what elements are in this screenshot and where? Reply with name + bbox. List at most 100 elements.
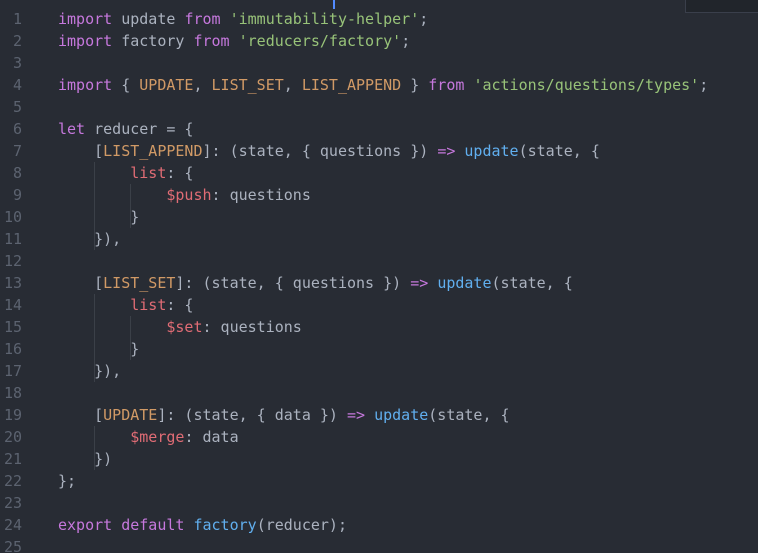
line-number: 9 [12, 186, 22, 204]
code-token: LIST_APPEND [103, 142, 203, 160]
code-line[interactable]: let reducer = { [58, 118, 193, 140]
line-number: 8 [12, 164, 22, 182]
code-line[interactable]: import update from 'immutability-helper'… [58, 8, 428, 30]
code-token: update [464, 142, 519, 160]
code-token: UPDATE [139, 76, 194, 94]
line-number: 7 [12, 142, 22, 160]
code-token: { [112, 76, 140, 94]
code-token: reducer = { [85, 120, 194, 138]
code-token: (state, { [518, 142, 600, 160]
code-token: update [112, 10, 185, 28]
code-token: => [347, 406, 366, 424]
code-line[interactable]: $merge: data [58, 426, 239, 448]
code-content[interactable]: import update from 'immutability-helper'… [40, 0, 758, 553]
code-line[interactable]: $push: questions [58, 184, 311, 206]
code-token: , [193, 76, 212, 94]
line-number: 20 [3, 428, 22, 446]
code-line[interactable]: [LIST_SET]: (state, { questions }) => up… [58, 272, 573, 294]
code-token: }) [58, 450, 113, 468]
code-token: factory [193, 516, 257, 534]
line-number: 1 [12, 10, 22, 28]
line-number: 10 [3, 208, 22, 226]
line-number: 15 [3, 318, 22, 336]
code-token: [ [58, 274, 104, 292]
code-line[interactable]: }), [58, 360, 121, 382]
code-token [221, 10, 230, 28]
cursor-marker [333, 0, 335, 9]
code-line[interactable]: } [58, 206, 139, 228]
code-token: } [58, 340, 140, 358]
code-token: , [283, 76, 302, 94]
code-token: 'reducers/factory' [238, 32, 402, 50]
line-number: 25 [3, 538, 22, 553]
indent-guide [130, 184, 132, 228]
code-line[interactable]: [UPDATE]: (state, { data }) => update(st… [58, 404, 510, 426]
code-token: LIST_APPEND [301, 76, 402, 94]
code-token: : { [166, 164, 194, 182]
code-token: import [58, 32, 113, 50]
code-line[interactable]: import factory from 'reducers/factory'; [58, 30, 410, 52]
code-token: => [410, 274, 429, 292]
minimap-corner[interactable] [685, 0, 758, 13]
line-number: 12 [3, 252, 22, 270]
code-line[interactable]: $set: questions [58, 316, 302, 338]
code-token: }; [58, 472, 77, 490]
line-number: 11 [3, 230, 22, 248]
code-line[interactable]: list: { [58, 162, 193, 184]
code-token: from [428, 76, 465, 94]
code-token [230, 32, 239, 50]
code-token: (state, { [428, 406, 510, 424]
code-line[interactable]: }) [58, 448, 112, 470]
code-token [365, 406, 374, 424]
code-token: }), [58, 362, 122, 380]
code-token: : questions [202, 318, 302, 336]
code-token: list [130, 296, 167, 314]
code-token [58, 318, 166, 336]
code-token: [ [58, 142, 104, 160]
line-number: 24 [3, 516, 22, 534]
code-line[interactable]: [LIST_APPEND]: (state, { questions }) =>… [58, 140, 600, 162]
code-token [428, 274, 437, 292]
code-token: LIST_SET [211, 76, 284, 94]
indent-guide [94, 294, 96, 382]
code-token: } [58, 208, 140, 226]
code-line[interactable]: } [58, 338, 139, 360]
code-token: => [437, 142, 456, 160]
line-number: 17 [3, 362, 22, 380]
line-number: 22 [3, 472, 22, 490]
code-token: 'immutability-helper' [229, 10, 420, 28]
code-line[interactable]: }; [58, 470, 76, 492]
code-token: ]: (state, { questions }) [175, 274, 411, 292]
line-number: 21 [3, 450, 22, 468]
code-token: ; [419, 10, 429, 28]
code-line[interactable]: export default factory(reducer); [58, 514, 347, 536]
line-number: 2 [12, 32, 22, 50]
code-token: 'actions/questions/types' [473, 76, 700, 94]
line-number: 23 [3, 494, 22, 512]
code-token: import [58, 76, 113, 94]
line-number: 16 [3, 340, 22, 358]
code-token: ; [699, 76, 709, 94]
line-number: 4 [12, 76, 22, 94]
line-number: 3 [12, 54, 22, 72]
code-line[interactable]: }), [58, 228, 121, 250]
code-token: UPDATE [103, 406, 158, 424]
code-token: : data [184, 428, 239, 446]
code-token: import [58, 10, 113, 28]
code-token: ]: (state, { questions }) [202, 142, 438, 160]
code-line[interactable]: import { UPDATE, LIST_SET, LIST_APPEND }… [58, 74, 708, 96]
code-token: update [437, 274, 492, 292]
code-token: [ [58, 406, 104, 424]
code-line[interactable]: list: { [58, 294, 193, 316]
code-token: $push [166, 186, 212, 204]
code-token: ; [401, 32, 411, 50]
code-token: default [121, 516, 185, 534]
code-token: export [58, 516, 113, 534]
indent-guide [94, 162, 96, 250]
code-token: : { [166, 296, 194, 314]
code-token: ]: (state, { data }) [157, 406, 347, 424]
code-token: from [184, 10, 221, 28]
code-token: : questions [211, 186, 311, 204]
